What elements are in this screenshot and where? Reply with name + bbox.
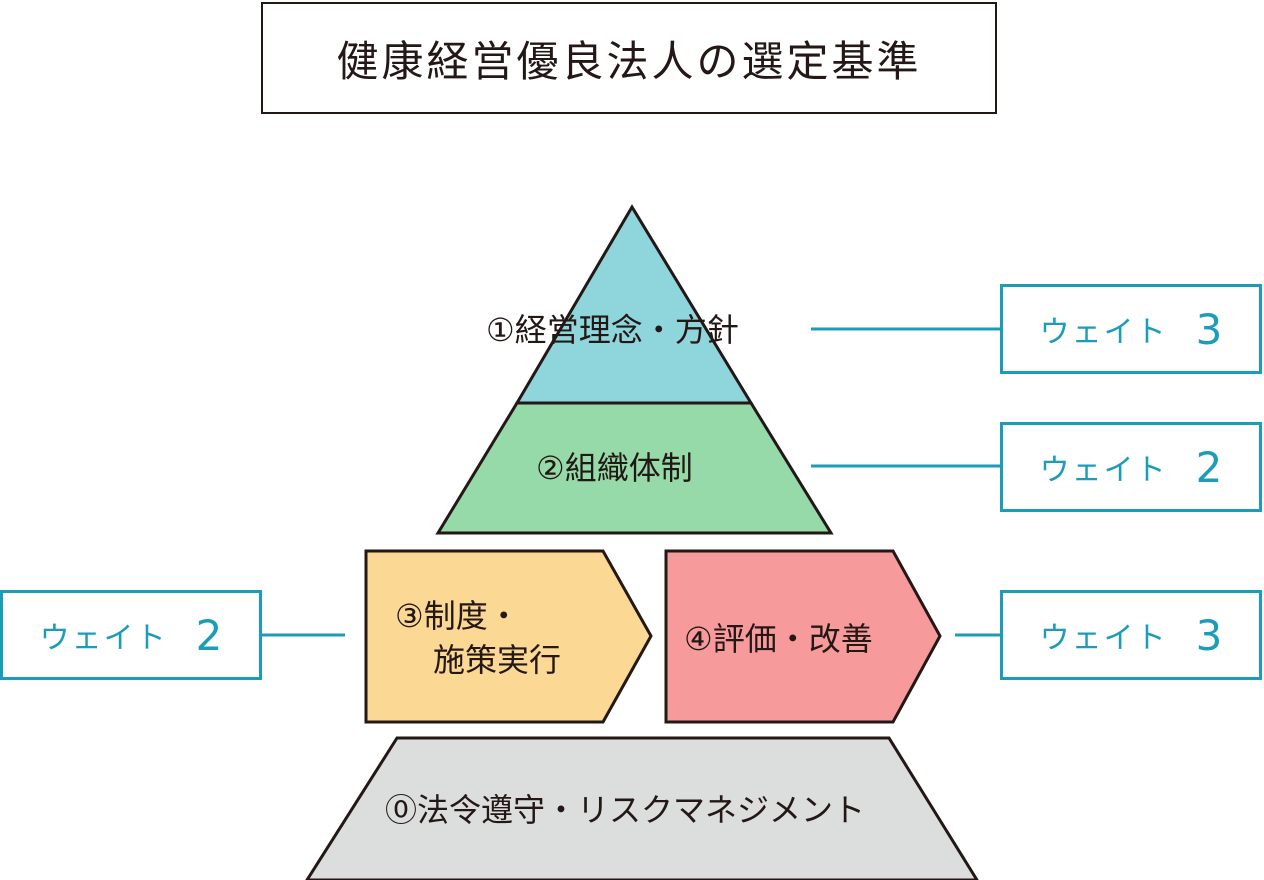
- pyramid-level-3-label-line-2: 施策実行: [433, 641, 562, 679]
- page-title: 健康経営優良法人の選定基準: [261, 2, 997, 114]
- weight-box-level-3: ウェイト 2: [0, 590, 262, 680]
- pyramid-level-2-label: ②組織体制: [536, 449, 693, 487]
- weight-label: ウェイト: [39, 621, 168, 656]
- pyramid-level-0-shape: [305, 736, 979, 880]
- weight-value: 2: [1195, 442, 1223, 492]
- weight-box-level-1: ウェイト 3: [1000, 284, 1262, 374]
- pyramid-level-1-shape: [514, 204, 754, 405]
- pyramid-level-1-label: ①経営理念・方針: [486, 311, 739, 349]
- pyramid-level-0-label: ⓪法令遵守・リスクマネジメント: [385, 791, 866, 829]
- weight-box-level-4: ウェイト 3: [1000, 590, 1262, 680]
- weight-label: ウェイト: [1039, 453, 1168, 488]
- weight-label: ウェイト: [1039, 315, 1168, 350]
- weight-label: ウェイト: [1039, 621, 1168, 656]
- weight-value: 3: [1195, 304, 1223, 354]
- weight-value: 2: [195, 610, 223, 660]
- pyramid-level-4-shape: [664, 549, 942, 724]
- pyramid-level-3-shape: [364, 549, 653, 724]
- pyramid-level-4-label: ④評価・改善: [684, 620, 873, 658]
- weight-value: 3: [1195, 610, 1223, 660]
- weight-box-level-2: ウェイト 2: [1000, 422, 1262, 512]
- pyramid-level-3-label-line-1: ③制度・: [395, 597, 520, 635]
- pyramid-level-2-shape: [435, 401, 834, 535]
